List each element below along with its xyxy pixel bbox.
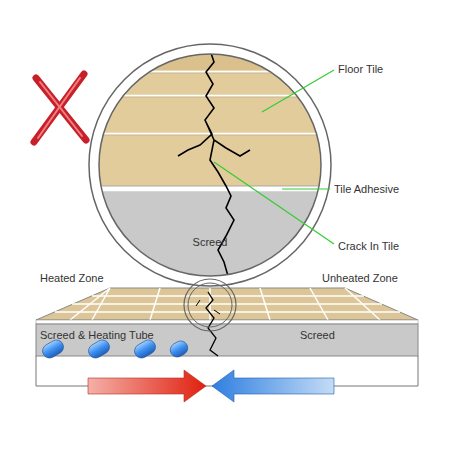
callout-label: Tile Adhesive (334, 183, 399, 196)
thermal-arrows (88, 370, 334, 402)
floor-slab (36, 288, 418, 386)
layer-label: Screed & Heating Tube (40, 329, 154, 342)
leader-lines (214, 70, 334, 244)
magnified-view (89, 40, 331, 292)
layer-label: Screed (300, 329, 335, 342)
callout-label: Crack In Tile (338, 240, 399, 253)
callout-label: Floor Tile (338, 63, 383, 76)
wrong-mark (34, 74, 86, 142)
zone-label: Heated Zone (40, 272, 104, 285)
layer-label: Screed (193, 236, 228, 249)
zone-label: Unheated Zone (322, 272, 398, 285)
detail-circle (184, 279, 236, 331)
